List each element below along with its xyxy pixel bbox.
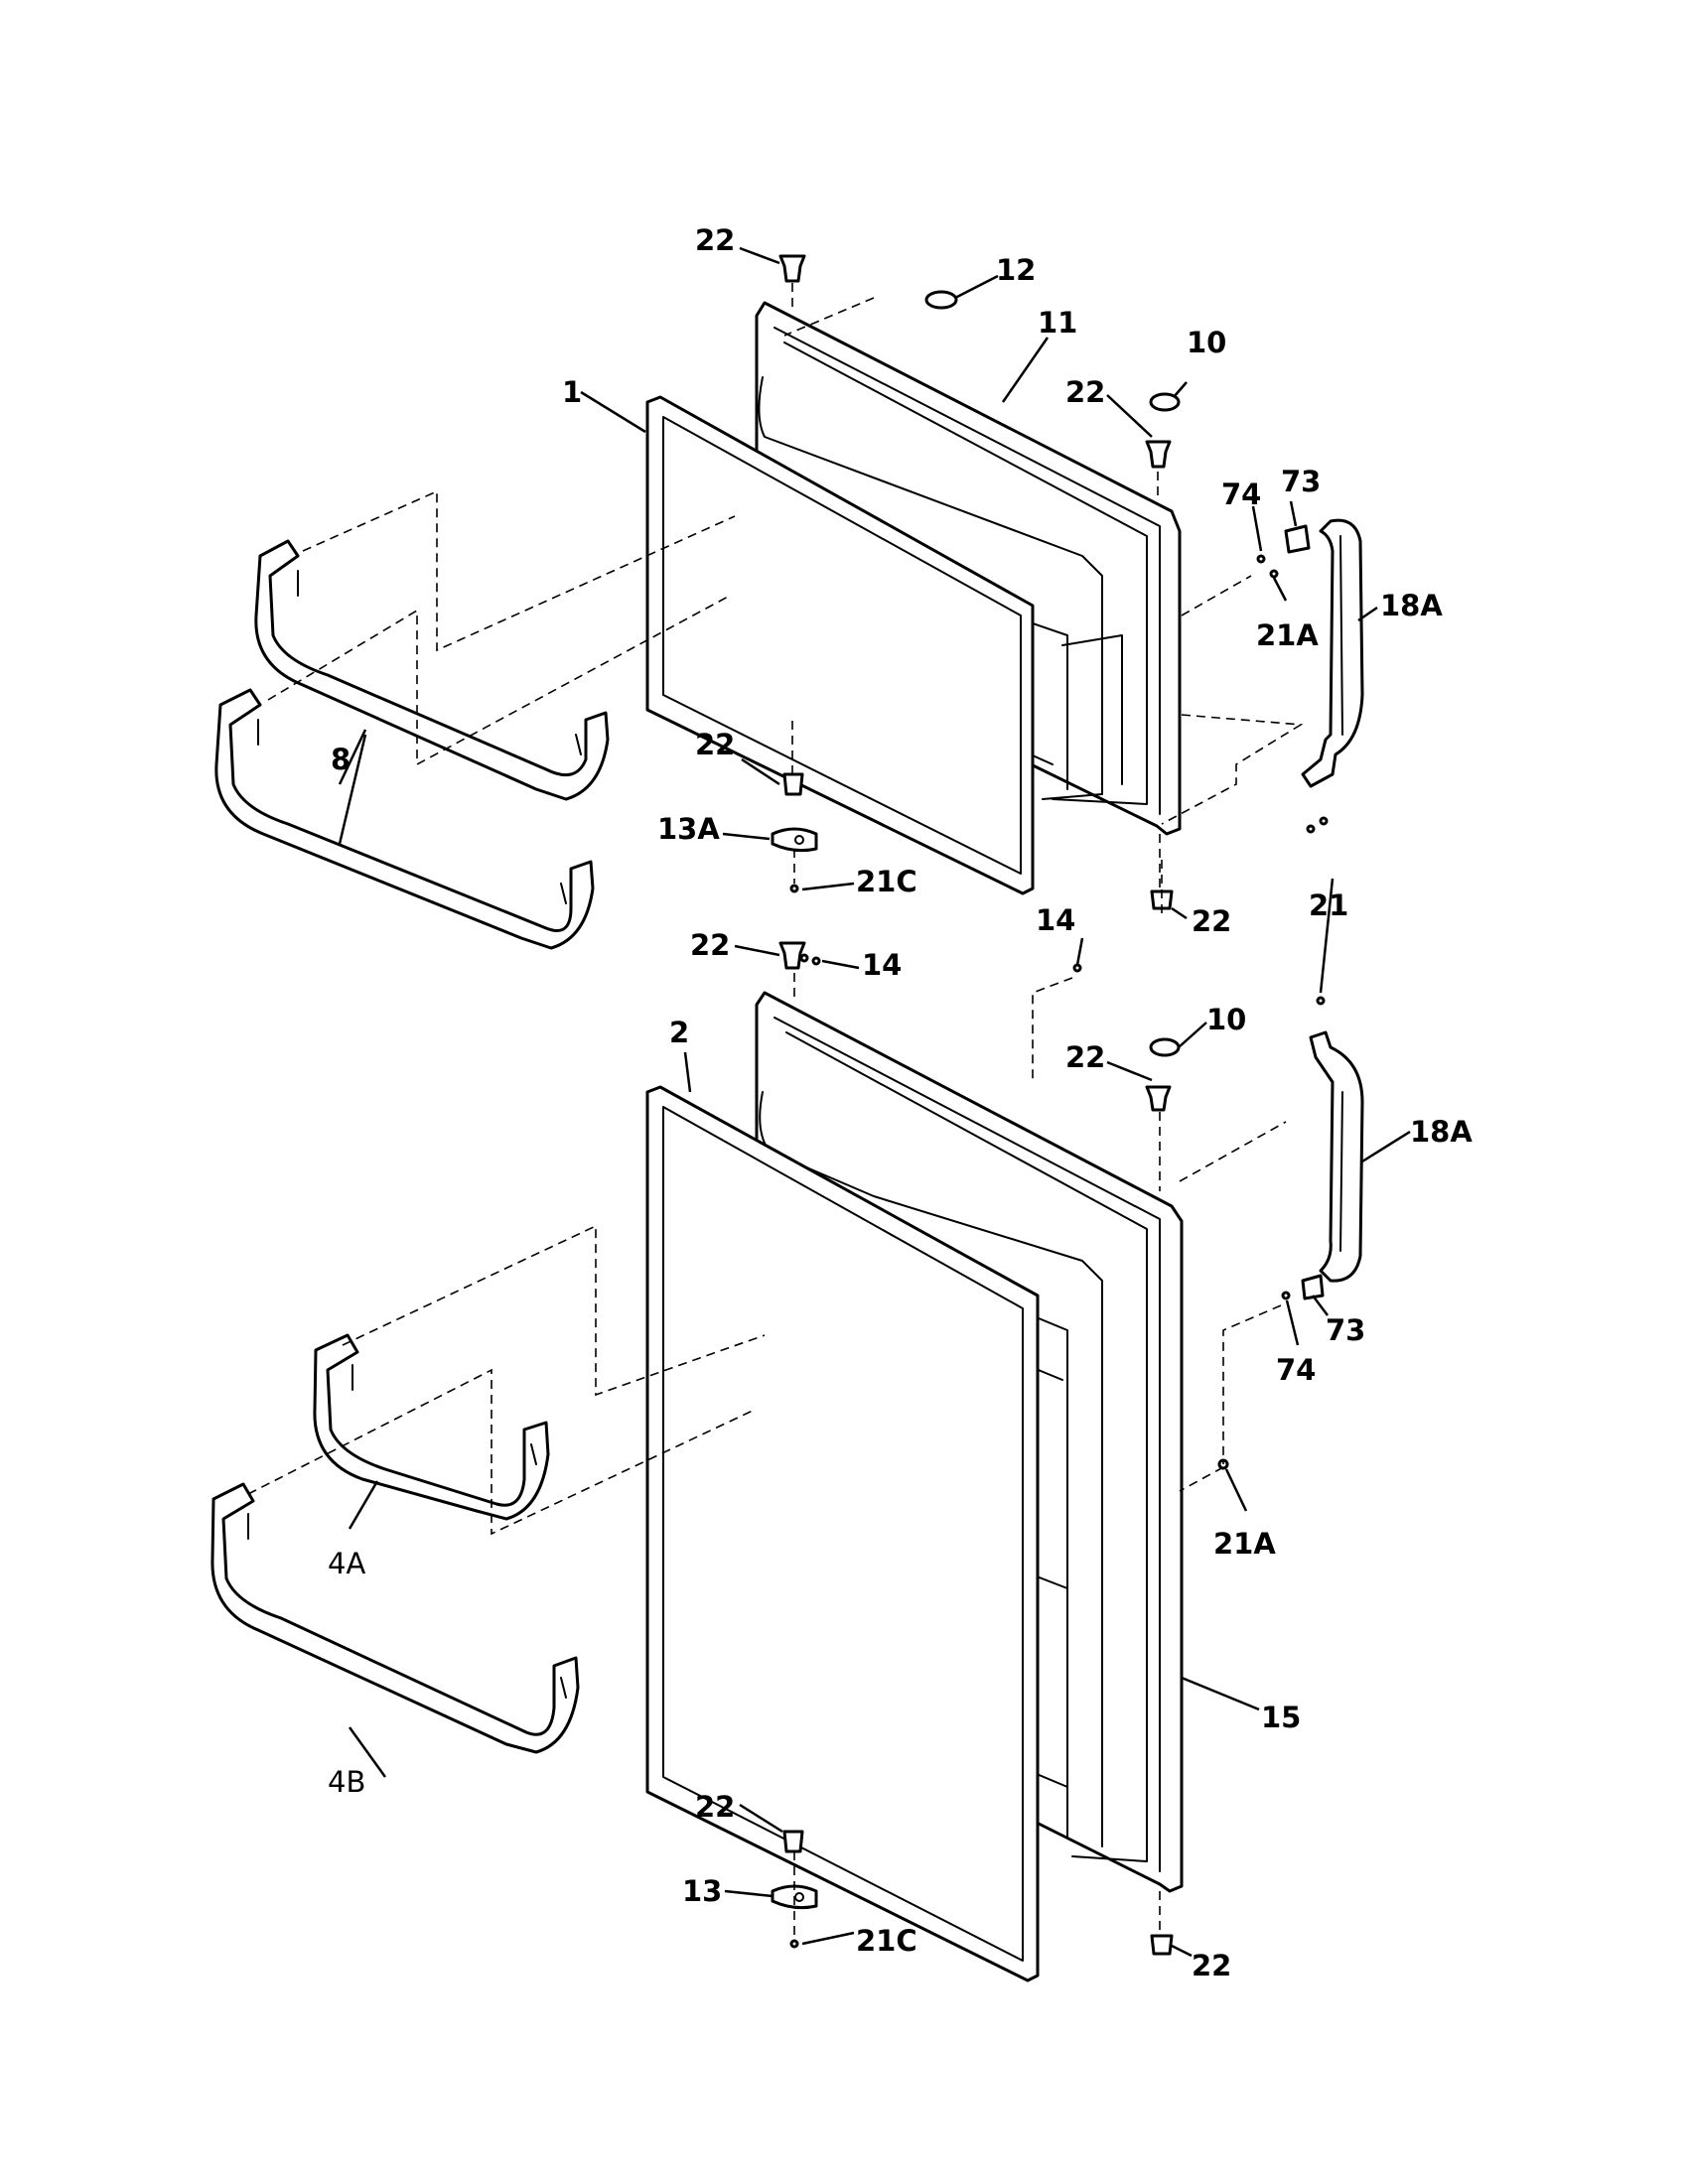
callout-13A: 13A	[657, 812, 720, 846]
callout-4B: 4B	[328, 1765, 365, 1799]
freezer-door-gasket	[645, 395, 1035, 895]
callout-73: 73	[1326, 1313, 1365, 1347]
handle-upper	[1301, 518, 1364, 788]
callout-22: 22	[695, 223, 735, 257]
callout-8: 8	[331, 743, 351, 776]
callout-22: 22	[690, 928, 730, 962]
callout-2: 2	[669, 1016, 689, 1049]
callout-74: 74	[1221, 478, 1261, 511]
callout-22: 22	[1065, 1040, 1105, 1074]
fresh-food-shelf-4B	[211, 1482, 580, 1754]
callout-22: 22	[1192, 1949, 1231, 1982]
callout-21: 21	[1309, 888, 1348, 922]
callout-14: 14	[1036, 903, 1075, 937]
callout-11: 11	[1038, 306, 1077, 340]
callout-21A: 21A	[1213, 1527, 1276, 1561]
callout-22: 22	[695, 1790, 735, 1824]
callout-13: 13	[682, 1874, 722, 1908]
callout-22: 22	[695, 728, 735, 761]
callout-15: 15	[1261, 1701, 1301, 1734]
handle-lower	[1309, 1030, 1364, 1283]
callout-21A: 21A	[1256, 618, 1319, 652]
leader-lines	[338, 246, 1411, 1958]
callout-12: 12	[996, 253, 1036, 287]
fresh-food-door-gasket	[645, 1085, 1040, 1982]
callout-1: 1	[562, 375, 582, 409]
callout-18A: 18A	[1380, 589, 1443, 622]
callout-18A: 18A	[1410, 1115, 1473, 1149]
callout-14: 14	[862, 948, 902, 982]
callout-labels: 22 12 11 10 22 1 74 73 18A 21A 8 22 13A …	[328, 223, 1473, 1982]
callout-21C: 21C	[856, 1924, 917, 1958]
callout-10: 10	[1187, 326, 1226, 359]
callout-21C: 21C	[856, 865, 917, 898]
callout-22: 22	[1192, 904, 1231, 938]
hardware	[771, 254, 1329, 1956]
callout-22: 22	[1065, 375, 1105, 409]
assembly-lines	[247, 283, 1304, 1941]
callout-4A: 4A	[328, 1547, 365, 1580]
callout-10: 10	[1206, 1003, 1246, 1036]
callout-73: 73	[1281, 465, 1321, 498]
freezer-shelf-upper	[254, 539, 610, 801]
fresh-food-shelf-4A	[313, 1333, 550, 1521]
callout-74: 74	[1276, 1353, 1316, 1387]
freezer-shelf-lower	[214, 688, 595, 950]
